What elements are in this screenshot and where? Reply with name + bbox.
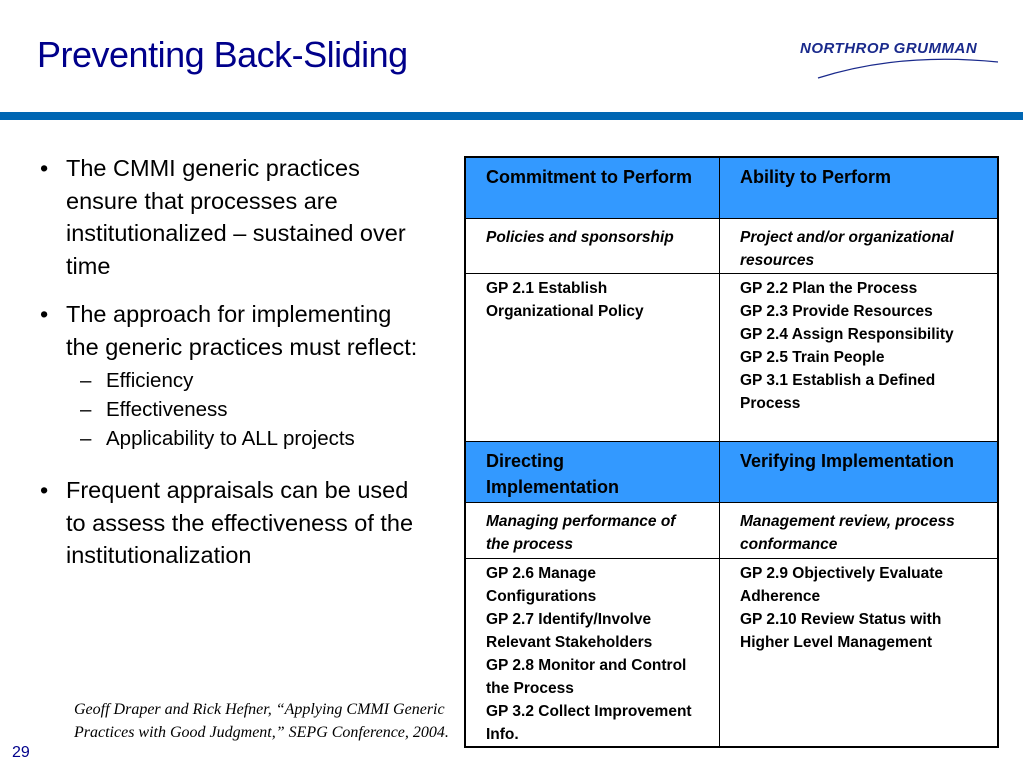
table-gp-row: GP 2.1 Establish Organizational Policy G… bbox=[464, 272, 999, 442]
bullet-text: Frequent appraisals can be used to asses… bbox=[66, 477, 414, 568]
gp-list-verifying: GP 2.9 Objectively Evaluate Adherence GP… bbox=[719, 557, 999, 747]
northrop-grumman-logo: NORTHROP GRUMMAN bbox=[800, 40, 1000, 85]
sub-bullet-item: – Effectiveness bbox=[38, 396, 418, 423]
bullet-dot-icon: • bbox=[40, 477, 49, 503]
header-verifying-implementation: Verifying Implementation bbox=[719, 440, 999, 503]
bullet-text: The approach for implementing the generi… bbox=[66, 301, 418, 360]
sub-bullet-list: – Efficiency – Effectiveness – Applicabi… bbox=[38, 367, 418, 452]
table-description-row: Policies and sponsorship Project and/or … bbox=[464, 217, 999, 274]
table-header-row: Directing Implementation Verifying Imple… bbox=[464, 440, 999, 503]
desc-verifying: Management review, process conformance bbox=[719, 501, 999, 559]
gp-list-commitment: GP 2.1 Establish Organizational Policy bbox=[464, 272, 720, 442]
desc-ability: Project and/or organizational resources bbox=[719, 217, 999, 274]
table-gp-row: GP 2.6 Manage Configurations GP 2.7 Iden… bbox=[464, 557, 999, 747]
header-commitment-to-perform: Commitment to Perform bbox=[464, 156, 720, 219]
bullet-dot-icon: • bbox=[40, 301, 49, 327]
table-description-row: Managing performance of the process Mana… bbox=[464, 501, 999, 559]
gp-item: GP 2.5 Train People bbox=[740, 348, 885, 366]
table-header-row: Commitment to Perform Ability to Perform bbox=[464, 156, 999, 219]
gp-item: GP 2.1 Establish Organizational Policy bbox=[486, 279, 644, 320]
gp-item: GP 2.9 Objectively Evaluate Adherence bbox=[740, 564, 944, 605]
header-directing-implementation: Directing Implementation bbox=[464, 440, 720, 503]
desc-directing: Managing performance of the process bbox=[464, 501, 720, 559]
gp-item: GP 2.4 Assign Responsibility bbox=[740, 325, 954, 343]
header-divider bbox=[0, 112, 1023, 120]
bullet-dot-icon: • bbox=[40, 155, 49, 181]
bullet-list: • The CMMI generic practices ensure that… bbox=[38, 152, 418, 588]
gp-item: GP 3.2 Collect Improvement Info. bbox=[486, 702, 692, 743]
bullet-item: • The CMMI generic practices ensure that… bbox=[38, 152, 418, 282]
page-number: 29 bbox=[12, 744, 30, 761]
gp-item: GP 2.3 Provide Resources bbox=[740, 302, 933, 320]
gp-item: GP 2.10 Review Status with Higher Level … bbox=[740, 610, 942, 651]
sub-bullet-text: Applicability to ALL projects bbox=[106, 427, 355, 450]
sub-bullet-item: – Applicability to ALL projects bbox=[38, 425, 418, 452]
sub-bullet-text: Effectiveness bbox=[106, 398, 228, 421]
gp-item: GP 2.6 Manage Configurations bbox=[486, 564, 597, 605]
desc-commitment: Policies and sponsorship bbox=[464, 217, 720, 274]
logo-wordmark: NORTHROP GRUMMAN bbox=[800, 40, 978, 57]
gp-list-directing: GP 2.6 Manage Configurations GP 2.7 Iden… bbox=[464, 557, 720, 747]
slide-title: Preventing Back-Sliding bbox=[37, 34, 408, 75]
generic-practices-table: Commitment to Perform Ability to Perform… bbox=[464, 156, 999, 748]
bullet-text: The CMMI generic practices ensure that p… bbox=[66, 155, 406, 279]
gp-item: GP 3.1 Establish a Defined Process bbox=[740, 371, 936, 412]
sub-bullet-item: – Efficiency bbox=[38, 367, 418, 394]
citation-text: Geoff Draper and Rick Hefner, “Applying … bbox=[74, 701, 449, 741]
logo-swoosh-icon bbox=[817, 58, 999, 79]
gp-item: GP 2.7 Identify/Involve Relevant Stakeho… bbox=[486, 610, 653, 651]
sub-bullet-text: Efficiency bbox=[106, 369, 194, 392]
gp-list-ability: GP 2.2 Plan the Process GP 2.3 Provide R… bbox=[719, 272, 999, 442]
bullet-item: • Frequent appraisals can be used to ass… bbox=[38, 474, 418, 572]
sub-bullet-dash-icon: – bbox=[80, 369, 92, 392]
header-ability-to-perform: Ability to Perform bbox=[719, 156, 999, 219]
sub-bullet-dash-icon: – bbox=[80, 427, 92, 450]
bullet-item: • The approach for implementing the gene… bbox=[38, 298, 418, 363]
gp-item: GP 2.2 Plan the Process bbox=[740, 279, 918, 297]
sub-bullet-dash-icon: – bbox=[80, 398, 92, 421]
gp-item: GP 2.8 Monitor and Control the Process bbox=[486, 656, 687, 697]
